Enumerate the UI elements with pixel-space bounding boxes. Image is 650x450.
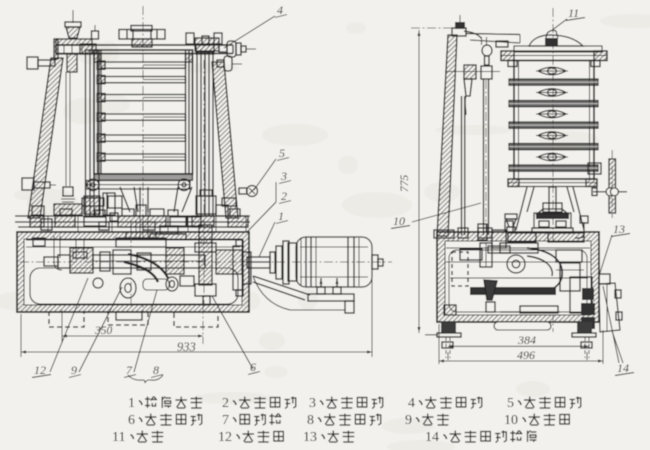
svg-text:2: 2 xyxy=(281,189,287,203)
svg-text:13: 13 xyxy=(613,222,625,236)
svg-text:5: 5 xyxy=(279,146,285,160)
svg-text:933: 933 xyxy=(177,340,196,354)
svg-text:2: 2 xyxy=(222,396,229,411)
svg-text:8: 8 xyxy=(153,363,159,377)
svg-text:4: 4 xyxy=(277,3,283,17)
svg-text:6: 6 xyxy=(250,360,256,374)
svg-text:12: 12 xyxy=(218,430,232,445)
svg-text:6: 6 xyxy=(128,413,135,428)
svg-text:10: 10 xyxy=(504,413,518,428)
svg-text:12: 12 xyxy=(34,363,46,377)
svg-text:5: 5 xyxy=(507,396,514,411)
svg-text:3: 3 xyxy=(309,396,316,411)
svg-text:14: 14 xyxy=(425,430,439,445)
svg-text:8: 8 xyxy=(307,413,314,428)
svg-text:11: 11 xyxy=(112,430,125,445)
svg-text:350: 350 xyxy=(94,325,113,337)
svg-text:496: 496 xyxy=(517,348,535,362)
svg-text:11: 11 xyxy=(568,6,579,20)
svg-text:3: 3 xyxy=(280,169,287,183)
svg-text:7: 7 xyxy=(126,363,133,377)
svg-text:1: 1 xyxy=(278,209,284,223)
svg-text:775: 775 xyxy=(399,175,411,193)
svg-text:14: 14 xyxy=(617,361,629,375)
svg-text:13: 13 xyxy=(303,430,317,445)
svg-text:1: 1 xyxy=(128,396,135,411)
svg-text:10: 10 xyxy=(393,214,405,228)
svg-text:9: 9 xyxy=(71,363,77,377)
svg-text:9: 9 xyxy=(405,413,412,428)
svg-text:384: 384 xyxy=(517,333,536,347)
svg-text:4: 4 xyxy=(408,396,415,411)
svg-text:7: 7 xyxy=(222,413,229,428)
